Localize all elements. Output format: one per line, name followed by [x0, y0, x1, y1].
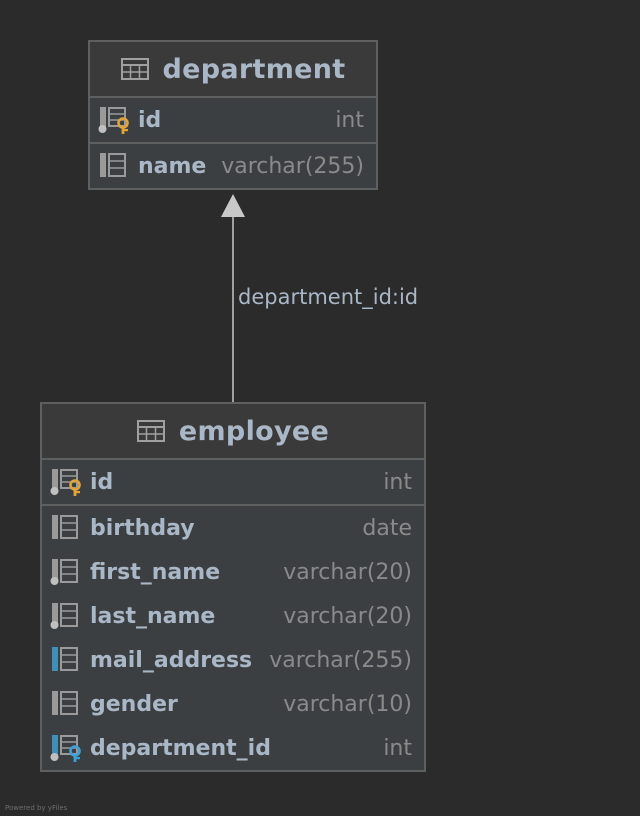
relationship-line[interactable] [232, 214, 234, 402]
column-icon [100, 153, 126, 177]
table-icon [136, 420, 165, 442]
column-type: int [335, 107, 364, 133]
powered-by-footer: Powered by yFiles [5, 804, 68, 812]
primary-key-column-icon [98, 107, 129, 134]
column-type: varchar(20) [283, 603, 412, 629]
column-name: birthday [90, 515, 195, 541]
employee-column-row-gender[interactable]: gender varchar(10) [42, 682, 424, 726]
employee-column-row-department-id[interactable]: department_id int [42, 726, 424, 770]
indexed-column-icon [50, 603, 78, 629]
column-type: varchar(255) [221, 153, 364, 179]
column-name: id [90, 469, 114, 495]
employee-table[interactable]: employee id int birthday date [40, 402, 426, 772]
column-type: varchar(20) [283, 559, 412, 585]
column-type: int [383, 469, 412, 495]
employee-table-header[interactable]: employee [42, 404, 424, 460]
primary-key-column-icon [50, 469, 81, 496]
column-type: varchar(255) [269, 647, 412, 673]
column-name: gender [90, 691, 178, 717]
column-name: name [138, 153, 207, 179]
column-name: department_id [90, 735, 271, 761]
department-column-row-name[interactable]: name varchar(255) [90, 144, 376, 188]
indexed-column-icon [50, 559, 78, 585]
column-type: date [362, 515, 412, 541]
department-table-header[interactable]: department [90, 42, 376, 98]
column-name: first_name [90, 559, 221, 585]
relationship-label: department_id:id [238, 285, 419, 309]
employee-column-row-birthday[interactable]: birthday date [42, 506, 424, 550]
column-type: varchar(10) [283, 691, 412, 717]
employee-column-row-mail-address[interactable]: mail_address varchar(255) [42, 638, 424, 682]
column-name: last_name [90, 603, 216, 629]
employee-column-row-first-name[interactable]: first_name varchar(20) [42, 550, 424, 594]
relationship-arrowhead [221, 194, 245, 217]
column-name: id [138, 107, 162, 133]
employee-column-row-id[interactable]: id int [42, 460, 424, 506]
column-name: mail_address [90, 647, 253, 673]
table-icon [120, 58, 149, 80]
unique-column-icon [52, 647, 78, 671]
department-table[interactable]: department id int name varchar(255) [88, 40, 378, 190]
column-type: int [383, 735, 412, 761]
column-icon [52, 691, 78, 715]
foreign-key-column-icon [50, 735, 81, 762]
column-icon [52, 515, 78, 539]
department-column-row-id[interactable]: id int [90, 98, 376, 144]
employee-table-title: employee [178, 415, 330, 447]
department-table-title: department [162, 53, 346, 85]
employee-column-row-last-name[interactable]: last_name varchar(20) [42, 594, 424, 638]
